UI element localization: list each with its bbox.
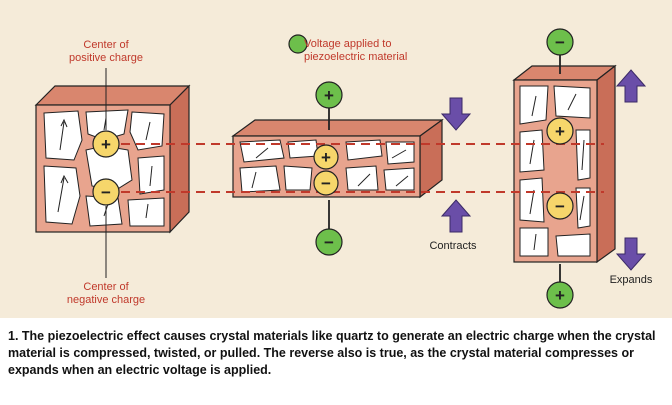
arrow-up-icon [440, 199, 472, 233]
charge-centers [92, 117, 574, 220]
center-negative-label-line2: negative charge [66, 294, 146, 306]
center-positive-label: Center of positive charge [58, 39, 154, 65]
figure-caption: 1. The piezoelectric effect causes cryst… [8, 329, 656, 377]
plus-charge-icon: + [555, 122, 565, 141]
plus-charge-icon: + [321, 148, 331, 167]
minus-charge-icon: − [555, 33, 565, 52]
expand-electrodes [546, 28, 574, 309]
plus-charge-icon: + [324, 86, 334, 105]
center-negative-label-line1: Center of [83, 281, 129, 293]
charge-center-lines [106, 143, 604, 193]
minus-charge-icon: − [555, 197, 565, 216]
center-positive-label-line2: positive charge [69, 52, 143, 64]
voltage-applied-label: Voltage applied to piezoelectric materia… [304, 38, 434, 64]
voltage-applied-label-line1: Voltage applied to [304, 38, 392, 50]
expands-label: Expands [609, 274, 653, 286]
arrow-down-icon [615, 237, 647, 271]
minus-charge-icon: − [324, 233, 334, 252]
arrow-down-icon [440, 97, 472, 131]
crystal-neutral [34, 84, 191, 234]
contracts-label: Contracts [429, 240, 477, 252]
diagram-panel: + − + − + − + − − + Center of positive c… [0, 0, 672, 318]
piezo-diagram: + − + − + − + − − + [34, 28, 647, 309]
center-negative-label: Center of negative charge [52, 281, 160, 307]
center-positive-label-line1: Center of [83, 39, 129, 51]
minus-charge-icon: − [101, 183, 111, 202]
crystal-expanded [512, 64, 617, 264]
arrow-up-icon [615, 69, 647, 103]
plus-charge-icon: + [101, 135, 111, 154]
minus-charge-icon: − [321, 174, 331, 193]
plus-charge-icon: + [555, 286, 565, 305]
voltage-electrodes [288, 34, 343, 256]
voltage-applied-label-line2: piezoelectric material [304, 51, 408, 63]
